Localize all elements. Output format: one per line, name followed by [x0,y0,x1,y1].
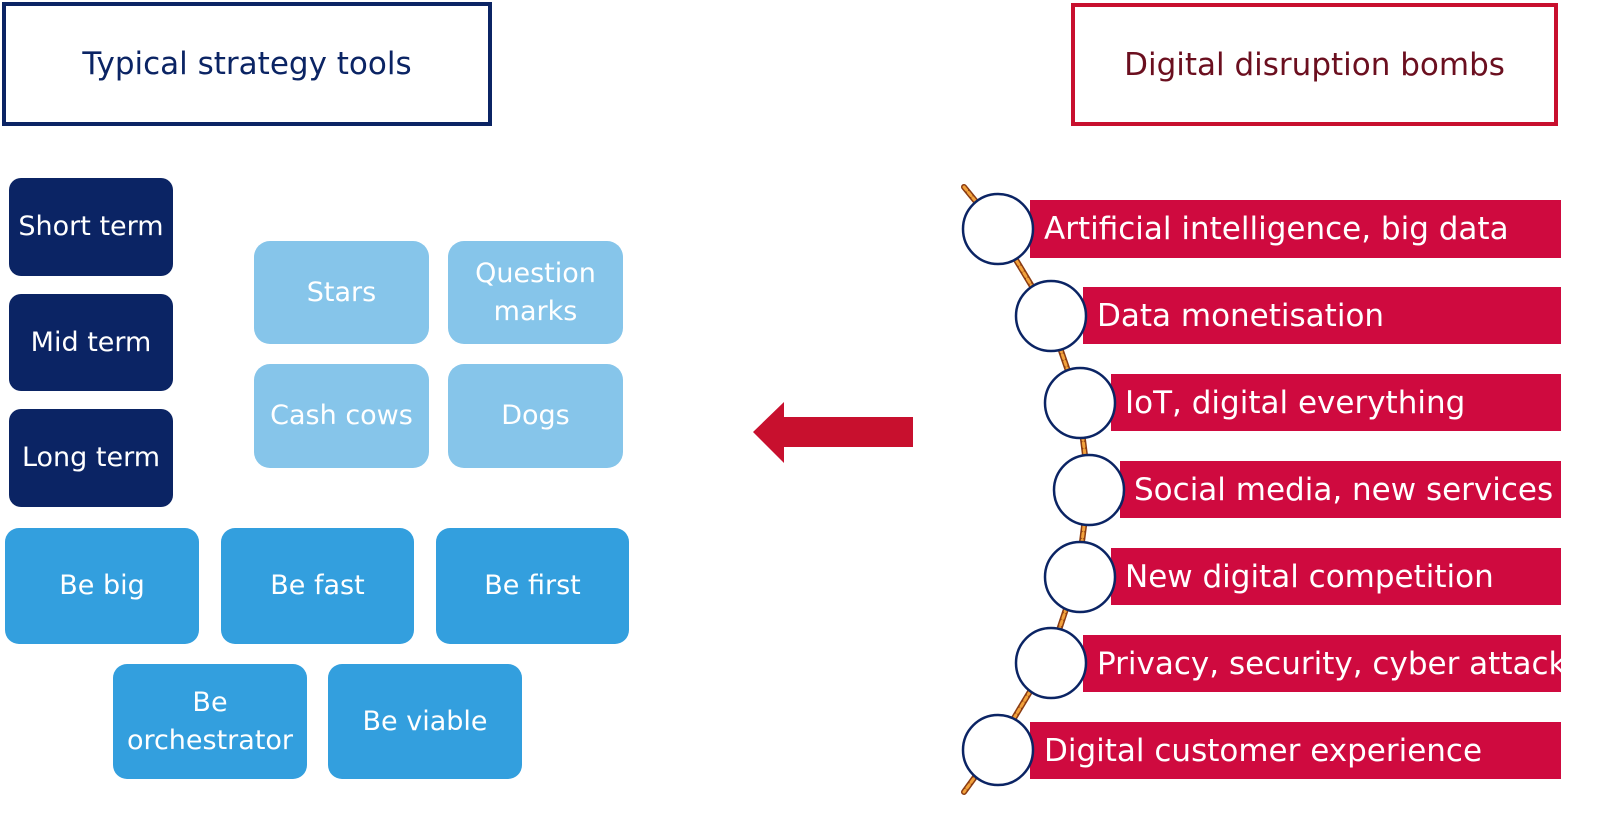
bomb-circle-icon [961,713,1035,787]
tile-label: Mid term [30,326,152,358]
tile-be-orchestrator: Be orchestrator [113,664,307,779]
bomb-bar-iot: IoT, digital everything [1111,374,1561,431]
tile-label: Be fast [270,570,365,602]
tile-label: Long term [21,442,161,474]
bomb-bar-privacy: Privacy, security, cyber attacks [1083,635,1583,692]
bomb-label: Digital customer experience [1044,732,1483,769]
tile-label: Be big [59,570,145,602]
bomb-circle-icon [1014,626,1088,700]
tile-be-viable: Be viable [328,664,522,779]
tile-short-term: Short term [9,178,173,276]
tile-question-marks: Question marks [448,241,623,344]
bomb-bar-social-media: Social media, new services [1120,461,1561,518]
bomb-bar-data-monetisation: Data monetisation [1083,287,1561,344]
tile-long-term: Long term [9,409,173,507]
tile-label: Stars [306,276,377,308]
tile-label: Question marks [475,258,596,327]
tile-label: Dogs [501,400,570,432]
tile-be-fast: Be fast [221,528,414,644]
disruption-bombs-title: Digital disruption bombs [1124,46,1505,83]
bomb-bar-customer-experience: Digital customer experience [1030,722,1561,779]
tile-label: Cash cows [270,400,413,432]
bomb-circle-icon [1043,366,1117,440]
bomb-label: Privacy, security, cyber attacks [1097,645,1583,682]
bomb-circle-icon [1043,540,1117,614]
bomb-label: IoT, digital everything [1125,384,1466,421]
tile-label: Short term [18,211,164,243]
tile-cash-cows: Cash cows [254,364,429,468]
tile-mid-term: Mid term [9,294,173,391]
bomb-circle-icon [1014,279,1088,353]
bomb-label: Artificial intelligence, big data [1044,211,1509,247]
tile-dogs: Dogs [448,364,623,468]
bomb-label: Social media, new services [1134,471,1554,508]
tile-label: Be viable [362,705,488,737]
tile-be-big: Be big [5,528,199,644]
bomb-bar-ai: Artificial intelligence, big data [1030,200,1561,258]
tile-stars: Stars [254,241,429,344]
bomb-bar-digital-competition: New digital competition [1111,548,1561,605]
bomb-label: Data monetisation [1097,297,1385,334]
bomb-circle-icon [1052,453,1126,527]
tile-label: Be orchestrator [126,687,294,756]
disruption-bombs-header: Digital disruption bombs [1071,3,1558,126]
bomb-label: New digital competition [1125,558,1494,595]
bomb-circle-icon [961,192,1035,266]
strategy-tools-title: Typical strategy tools [82,46,412,82]
tile-label: Be first [484,570,581,602]
left-arrow-icon [753,402,913,463]
tile-be-first: Be first [436,528,629,644]
strategy-tools-header: Typical strategy tools [2,2,492,126]
